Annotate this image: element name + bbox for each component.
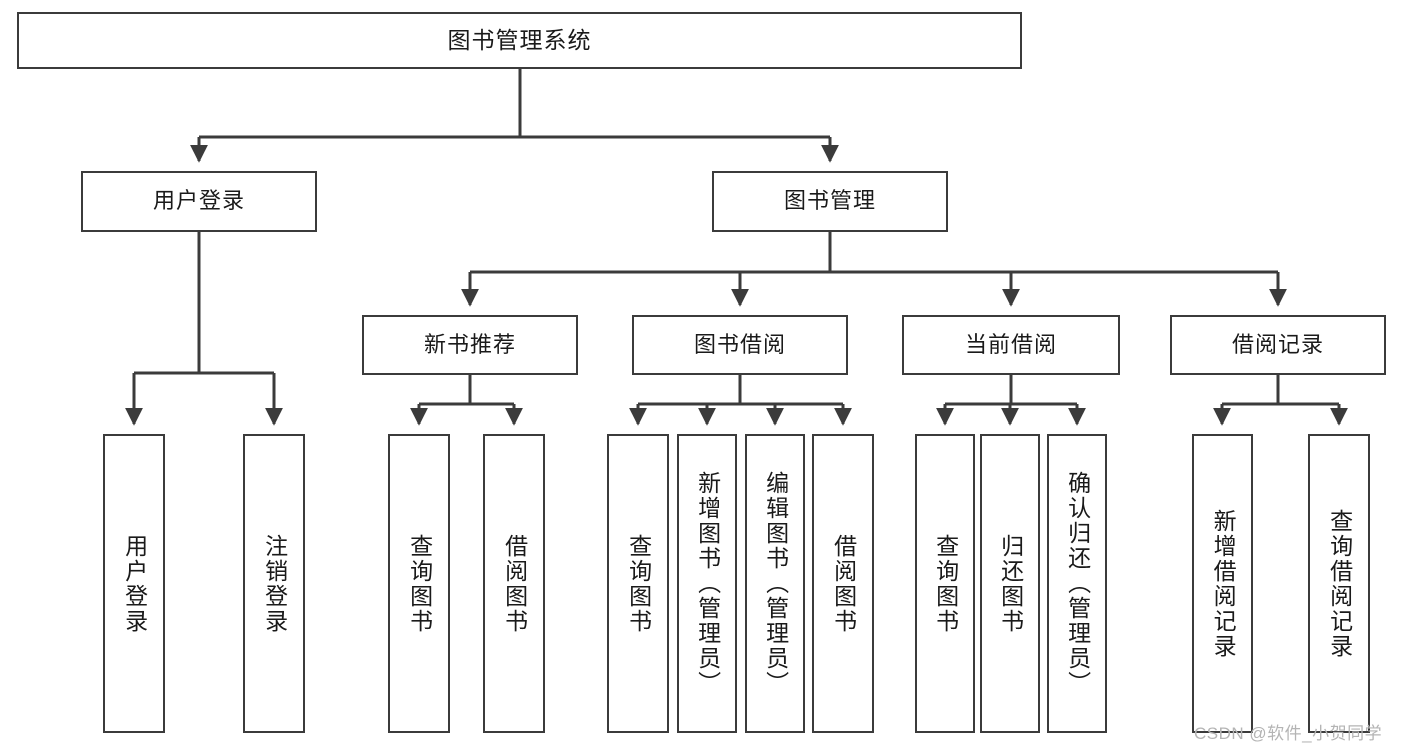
leaf-confirm-return[interactable]: 确认归还（管理员）: [1047, 434, 1107, 733]
leaf-return-book-label: 归还图书: [997, 533, 1024, 634]
node-borrow-record[interactable]: 借阅记录: [1170, 315, 1386, 375]
leaf-user-login-label: 用户登录: [121, 533, 148, 634]
node-current-borrow-label: 当前借阅: [964, 331, 1057, 357]
node-root[interactable]: 图书管理系统: [17, 12, 1022, 69]
leaf-borrow-book-2-label: 借阅图书: [830, 533, 857, 634]
leaf-query-book-1[interactable]: 查询图书: [388, 434, 450, 733]
node-book-manage-label: 图书管理: [783, 188, 876, 214]
node-current-borrow[interactable]: 当前借阅: [902, 315, 1120, 375]
leaf-query-book-1-label: 查询图书: [406, 533, 433, 634]
node-user-login-label: 用户登录: [152, 188, 245, 214]
leaf-query-record[interactable]: 查询借阅记录: [1308, 434, 1370, 733]
node-user-login[interactable]: 用户登录: [81, 171, 317, 232]
leaf-user-login[interactable]: 用户登录: [103, 434, 165, 733]
leaf-edit-book-label: 编辑图书（管理员）: [762, 471, 789, 696]
leaf-borrow-book-1[interactable]: 借阅图书: [483, 434, 545, 733]
leaf-query-book-3[interactable]: 查询图书: [915, 434, 975, 733]
leaf-edit-book[interactable]: 编辑图书（管理员）: [745, 434, 805, 733]
leaf-query-book-3-label: 查询图书: [932, 533, 959, 634]
node-book-borrow-label: 图书借阅: [693, 331, 786, 357]
leaf-add-book[interactable]: 新增图书（管理员）: [677, 434, 737, 733]
csdn-watermark: CSDN @软件_小贺同学: [1194, 724, 1383, 743]
node-new-book-rec-label: 新书推荐: [423, 331, 516, 357]
node-new-book-rec[interactable]: 新书推荐: [362, 315, 578, 375]
leaf-confirm-return-label: 确认归还（管理员）: [1064, 471, 1091, 696]
leaf-query-book-2[interactable]: 查询图书: [607, 434, 669, 733]
node-book-manage[interactable]: 图书管理: [712, 171, 948, 232]
node-borrow-record-label: 借阅记录: [1231, 331, 1324, 357]
node-book-borrow[interactable]: 图书借阅: [632, 315, 848, 375]
leaf-add-book-label: 新增图书（管理员）: [694, 471, 721, 696]
leaf-add-record[interactable]: 新增借阅记录: [1192, 434, 1253, 733]
leaf-borrow-book-1-label: 借阅图书: [501, 533, 528, 634]
leaf-query-book-2-label: 查询图书: [625, 533, 652, 634]
leaf-borrow-book-2[interactable]: 借阅图书: [812, 434, 874, 733]
leaf-query-record-label: 查询借阅记录: [1326, 508, 1353, 659]
leaf-user-logout[interactable]: 注销登录: [243, 434, 305, 733]
leaf-add-record-label: 新增借阅记录: [1210, 508, 1237, 659]
leaf-return-book[interactable]: 归还图书: [980, 434, 1040, 733]
leaf-user-logout-label: 注销登录: [261, 533, 288, 634]
node-root-label: 图书管理系统: [447, 26, 592, 53]
